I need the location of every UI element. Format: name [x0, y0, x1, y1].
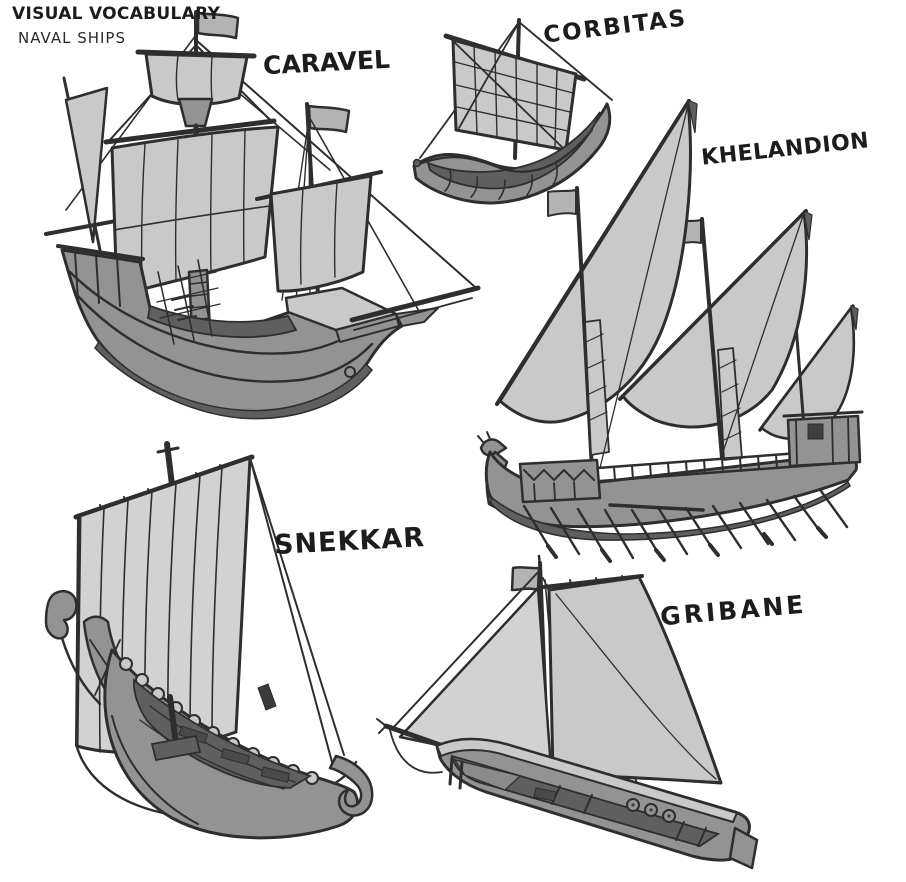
- snekkar-illustration: [44, 441, 374, 840]
- gribane-sails: [398, 575, 723, 785]
- khelandion-sails: [495, 98, 859, 472]
- khelandion-hull: [477, 410, 864, 563]
- gribane-hull: [435, 737, 759, 870]
- corbitas-hull: [412, 102, 612, 205]
- sheet-subtitle: NAVAL SHIPS: [18, 29, 127, 47]
- sheet-title: VISUAL VOCABULARY: [12, 4, 221, 24]
- caravel-illustration: [44, 10, 481, 420]
- khelandion-illustration: [477, 98, 864, 563]
- corbitas-illustration: [412, 18, 613, 205]
- gribane-illustration: [376, 554, 759, 870]
- khelandion-oars: [522, 489, 849, 563]
- snekkar-hull: [103, 648, 374, 840]
- caravel-hull: [56, 244, 481, 420]
